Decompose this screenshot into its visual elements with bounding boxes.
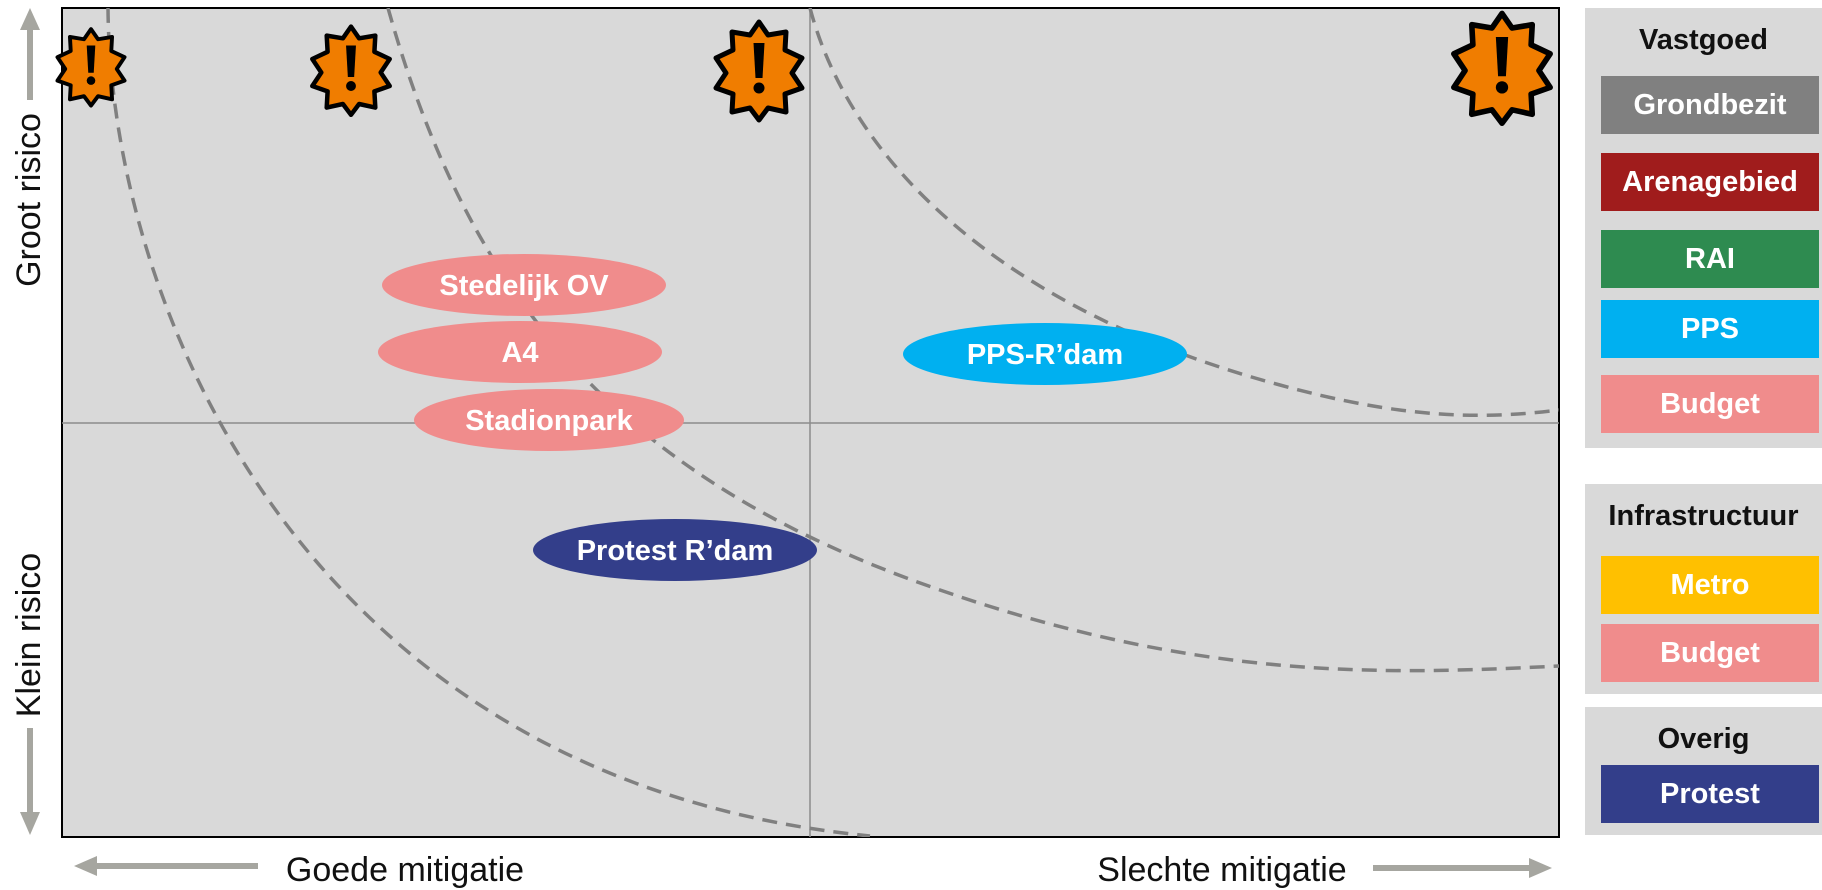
x-axis-bad-label: Slechte mitigatie xyxy=(1097,851,1346,889)
risk-item-stadionpark: Stadionpark xyxy=(414,389,684,451)
risk-curve-3 xyxy=(808,8,1559,418)
legend-item-protest: Protest xyxy=(1601,765,1819,823)
legend-item-budget: Budget xyxy=(1601,624,1819,682)
legend-panel-infrastructuur: Infrastructuur Metro Budget xyxy=(1585,484,1822,694)
risk-item-label: A4 xyxy=(501,337,538,369)
risk-item-protest-rdam: Protest R’dam xyxy=(533,519,817,581)
risk-item-pps-rdam: PPS-R’dam xyxy=(903,323,1187,385)
legend-item-grondbezit: Grondbezit xyxy=(1601,76,1819,134)
arrow-right-icon xyxy=(1529,858,1552,878)
x-axis: Goede mitigatie Slechte mitigatie xyxy=(74,851,1552,889)
legend-title: Overig xyxy=(1657,723,1750,755)
arrow-left-icon xyxy=(74,856,97,876)
legend-panel-overig: Overig Protest xyxy=(1585,707,1822,835)
risk-item-a4: A4 xyxy=(378,321,662,383)
risk-item-label: Stedelijk OV xyxy=(439,270,609,302)
legend-title: Vastgoed xyxy=(1639,24,1768,56)
legend-item-rai: RAI xyxy=(1601,230,1819,288)
legend-item-arenagebied: Arenagebied xyxy=(1601,153,1819,211)
risk-item-label: Stadionpark xyxy=(465,405,633,437)
y-axis-low-label: Klein risico xyxy=(10,553,48,717)
risk-item-shape xyxy=(533,519,817,581)
risk-item-shape xyxy=(414,389,684,451)
risk-curve-2 xyxy=(386,8,1559,673)
x-axis-good-label: Goede mitigatie xyxy=(286,851,524,889)
legend-item-metro: Metro xyxy=(1601,556,1819,614)
y-axis: Groot risico Klein risico xyxy=(10,8,48,835)
legend-title: Infrastructuur xyxy=(1608,500,1799,532)
arrow-up-icon xyxy=(20,8,40,30)
risk-item-label: PPS-R’dam xyxy=(967,339,1123,371)
risk-item-shape xyxy=(378,321,662,383)
legend-panel-vastgoed: Vastgoed Grondbezit Arenagebied RAI PPS … xyxy=(1585,8,1822,448)
legend-item-pps: PPS xyxy=(1601,300,1819,358)
arrow-down-icon xyxy=(20,812,40,835)
risk-curve-1 xyxy=(106,8,871,837)
risk-item-shape xyxy=(903,323,1187,385)
legend-item-budget: Budget xyxy=(1601,375,1819,433)
risk-item-label: Protest R’dam xyxy=(577,535,774,567)
risk-item-stedelijk-ov: Stedelijk OV xyxy=(382,254,666,316)
y-axis-high-label: Groot risico xyxy=(10,113,48,287)
risk-item-shape xyxy=(382,254,666,316)
